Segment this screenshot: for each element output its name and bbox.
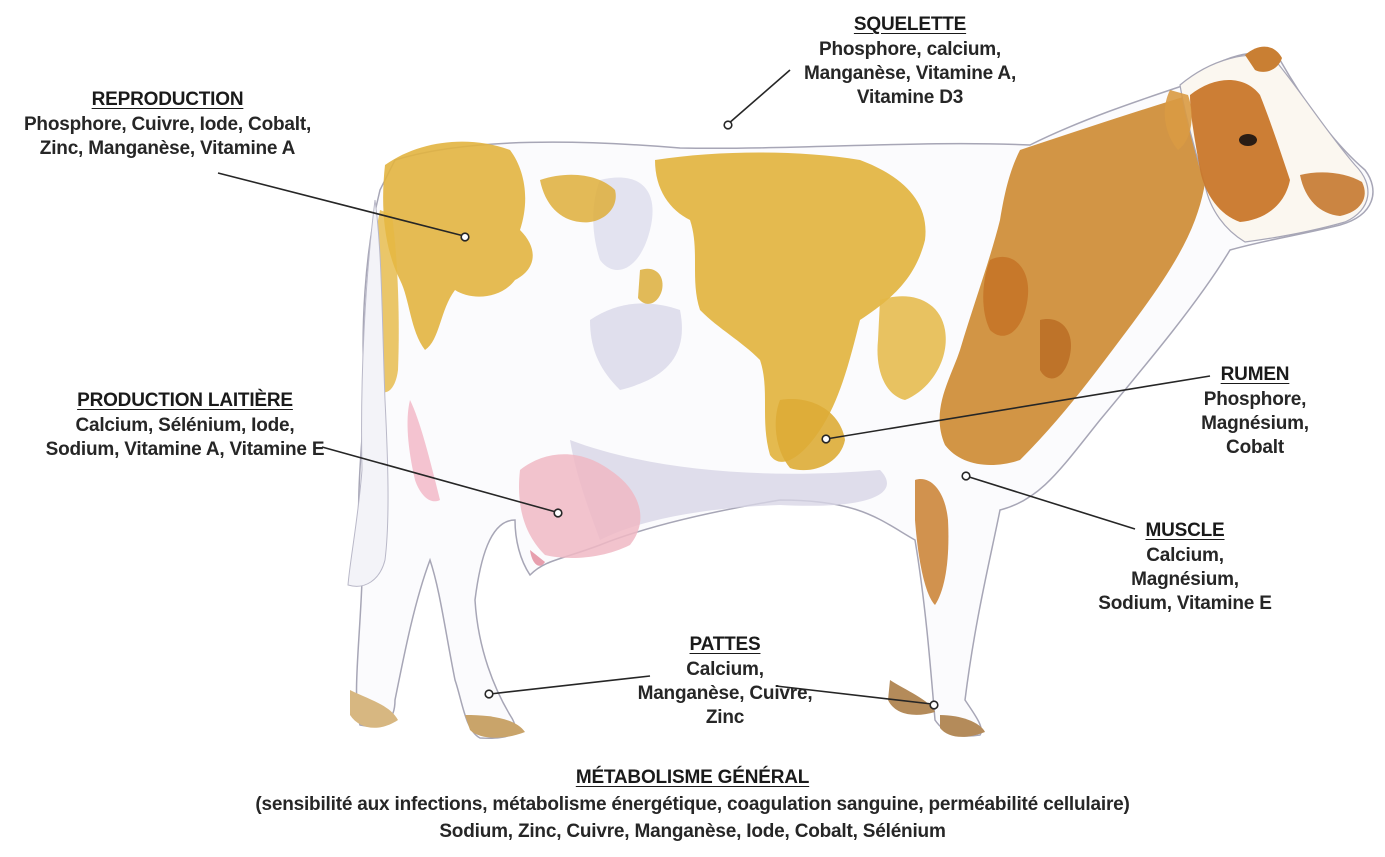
pattes-line: Manganèse, Cuivre, (600, 682, 850, 706)
muscle-line: Sodium, Vitamine E (1080, 592, 1290, 616)
marker-production (554, 509, 562, 517)
metabolisme-nutrients: (sensibilité aux infections, métabolisme… (0, 791, 1385, 845)
metabolisme-title: MÉTABOLISME GÉNÉRAL (0, 765, 1385, 791)
production-laitiere-nutrients: Calcium, Sélénium, Iode, Sodium, Vitamin… (20, 414, 350, 462)
marker-squelette (724, 121, 732, 129)
marker-rumen (822, 435, 830, 443)
reproduction-label: REPRODUCTION Phosphore, Cuivre, Iode, Co… (0, 87, 335, 161)
reproduction-line: Zinc, Manganèse, Vitamine A (0, 137, 335, 161)
squelette-line: Phosphore, calcium, (760, 38, 1060, 62)
rumen-line: Magnésium, (1175, 412, 1335, 436)
reproduction-title: REPRODUCTION (0, 87, 335, 113)
rumen-nutrients: Phosphore, Magnésium, Cobalt (1175, 388, 1335, 460)
squelette-line: Manganèse, Vitamine A, (760, 62, 1060, 86)
muscle-title: MUSCLE (1080, 518, 1290, 544)
squelette-nutrients: Phosphore, calcium, Manganèse, Vitamine … (760, 38, 1060, 110)
marker-pattes-front (485, 690, 493, 698)
squelette-label: SQUELETTE Phosphore, calcium, Manganèse,… (760, 12, 1060, 110)
rumen-label: RUMEN Phosphore, Magnésium, Cobalt (1175, 362, 1335, 460)
production-line: Calcium, Sélénium, Iode, (20, 414, 350, 438)
pattes-line: Calcium, (600, 658, 850, 682)
squelette-line: Vitamine D3 (760, 86, 1060, 110)
muscle-line: Magnésium, (1080, 568, 1290, 592)
squelette-title: SQUELETTE (760, 12, 1060, 38)
production-laitiere-label: PRODUCTION LAITIÈRE Calcium, Sélénium, I… (20, 388, 350, 462)
reproduction-nutrients: Phosphore, Cuivre, Iode, Cobalt, Zinc, M… (0, 113, 335, 161)
marker-pattes-back (930, 701, 938, 709)
pattes-nutrients: Calcium, Manganèse, Cuivre, Zinc (600, 658, 850, 730)
muscle-nutrients: Calcium, Magnésium, Sodium, Vitamine E (1080, 544, 1290, 616)
pattes-line: Zinc (600, 706, 850, 730)
rumen-line: Phosphore, (1175, 388, 1335, 412)
pattes-title: PATTES (600, 632, 850, 658)
reproduction-line: Phosphore, Cuivre, Iode, Cobalt, (0, 113, 335, 137)
muscle-label: MUSCLE Calcium, Magnésium, Sodium, Vitam… (1080, 518, 1290, 616)
metabolisme-line: Sodium, Zinc, Cuivre, Manganèse, Iode, C… (0, 818, 1385, 845)
rumen-title: RUMEN (1175, 362, 1335, 388)
marker-reproduction (461, 233, 469, 241)
muscle-line: Calcium, (1080, 544, 1290, 568)
rumen-line: Cobalt (1175, 436, 1335, 460)
metabolisme-general-label: MÉTABOLISME GÉNÉRAL (sensibilité aux inf… (0, 765, 1385, 845)
production-line: Sodium, Vitamine A, Vitamine E (20, 438, 350, 462)
metabolisme-line: (sensibilité aux infections, métabolisme… (0, 791, 1385, 818)
pattes-label: PATTES Calcium, Manganèse, Cuivre, Zinc (600, 632, 850, 730)
production-laitiere-title: PRODUCTION LAITIÈRE (20, 388, 350, 414)
marker-muscle (962, 472, 970, 480)
